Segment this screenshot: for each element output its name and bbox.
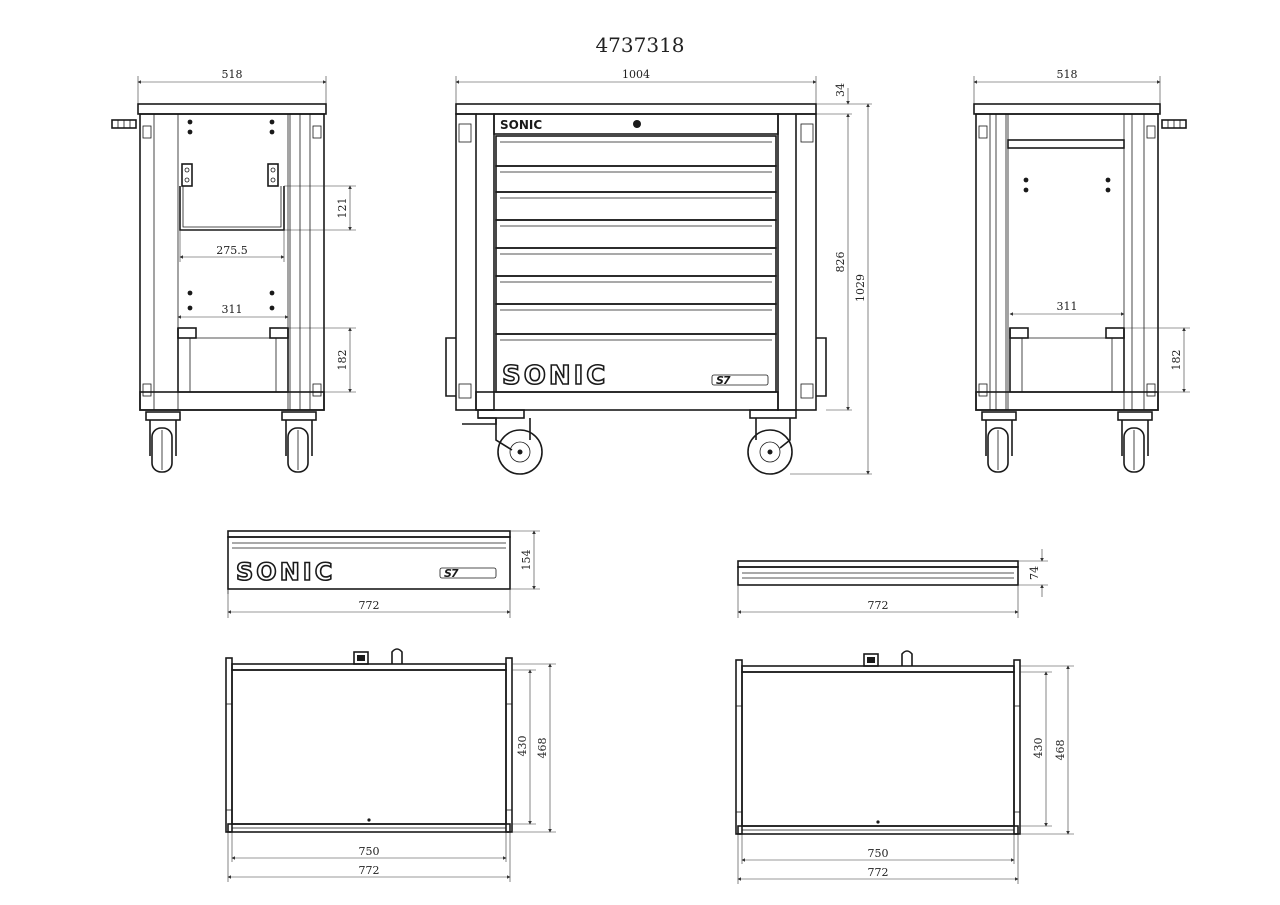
front-drawers (495, 135, 777, 393)
dim-left-bracket-width: 275.5 (216, 244, 248, 257)
drawer-badge: S7 (444, 567, 459, 580)
dim-front-width: 1004 (622, 68, 650, 81)
drawer-top-right-view: 430 468 750 772 (735, 650, 1074, 884)
dim-drawer-right-outer-width: 772 (868, 866, 889, 879)
dim-drawer-right-outer-depth: 468 (1054, 740, 1067, 761)
drawer-front-short-view: 74 772 (737, 549, 1048, 618)
dim-front-body-height: 826 (834, 252, 847, 273)
drawer-brand-logo: SONIC (236, 558, 335, 586)
dim-left-lower-width: 311 (222, 303, 243, 316)
dim-right-lower-width: 311 (1057, 300, 1078, 313)
drawer-top-left-view: 430 468 750 772 (225, 648, 556, 882)
drawing-title: 4737318 (595, 33, 684, 57)
right-side-view: 518 311 182 (973, 68, 1190, 473)
dim-drawer-tall-height: 154 (520, 550, 533, 571)
dim-drawer-short-width: 772 (868, 599, 889, 612)
dim-left-lower-height: 182 (336, 350, 349, 371)
drawer-front-tall-view: SONIC S7 154 772 (227, 530, 540, 618)
front-badge: S7 (716, 374, 731, 387)
dim-drawer-short-height: 74 (1028, 566, 1041, 580)
dim-left-bracket-height: 121 (336, 198, 349, 219)
dim-front-total-height: 1029 (854, 274, 867, 302)
front-view: 1004 SONIC (445, 68, 872, 475)
dim-drawer-right-inner-depth: 430 (1032, 738, 1045, 759)
dim-front-top-gap: 34 (834, 83, 847, 97)
dim-drawer-left-inner-depth: 430 (516, 736, 529, 757)
dim-left-width: 518 (222, 68, 243, 81)
dim-drawer-left-outer-width: 772 (359, 864, 380, 877)
dim-drawer-left-inner-width: 750 (359, 845, 380, 858)
front-brand-small: SONIC (500, 118, 542, 132)
front-brand-logo: SONIC (502, 361, 608, 391)
dim-drawer-right-inner-width: 750 (868, 847, 889, 860)
dim-right-width: 518 (1057, 68, 1078, 81)
dim-drawer-tall-width: 772 (359, 599, 380, 612)
dim-drawer-left-outer-depth: 468 (536, 738, 549, 759)
dim-right-lower-height: 182 (1170, 350, 1183, 371)
left-side-view: 518 121 (111, 68, 356, 473)
